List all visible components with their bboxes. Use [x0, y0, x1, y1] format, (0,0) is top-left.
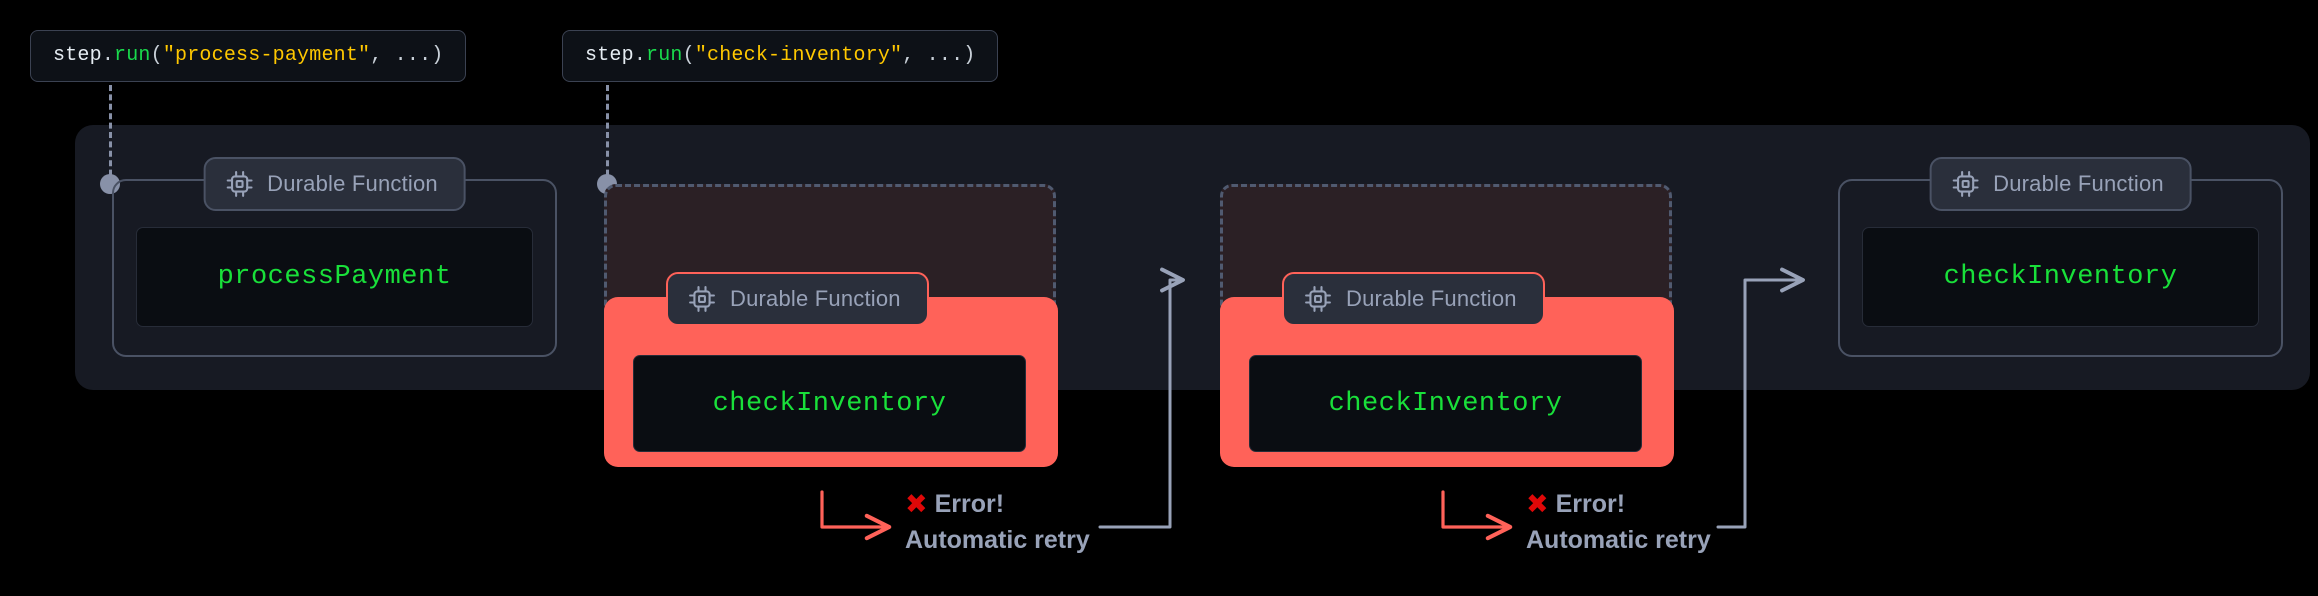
code-ellipsis: ...	[914, 44, 964, 67]
code-comma: ,	[902, 44, 915, 67]
error-note-2: ✖ Error! Automatic retry	[1526, 490, 1711, 555]
durable-function-badge-label: Durable Function	[1346, 286, 1517, 311]
durable-function-badge-error-1[interactable]: Durable Function	[666, 272, 929, 326]
durable-function-badge-error-2[interactable]: Durable Function	[1282, 272, 1545, 326]
error-arrow-2	[1441, 490, 1513, 541]
error-note-title: Error!	[1555, 490, 1626, 518]
error-code-box-2: checkInventory	[1249, 355, 1642, 452]
code-comma: ,	[370, 44, 383, 67]
code-tooltip-process-payment[interactable]: step.run("process-payment", ...)	[30, 30, 467, 82]
code-dot: .	[101, 44, 115, 67]
function-code-box: processPayment	[136, 227, 533, 327]
tooltip-connector-2	[606, 85, 609, 185]
code-object: step	[585, 44, 634, 67]
cpu-icon	[1951, 170, 1979, 198]
function-code-box: checkInventory	[1862, 227, 2259, 327]
error-note-title: Error!	[934, 490, 1005, 518]
code-close-paren: )	[963, 44, 976, 67]
function-name: checkInventory	[1943, 262, 2178, 292]
cpu-icon	[688, 285, 716, 313]
tooltip-connector-1	[109, 85, 112, 185]
function-name: checkInventory	[1328, 388, 1563, 419]
code-close-paren: )	[431, 44, 444, 67]
code-ellipsis: ...	[382, 44, 432, 67]
durable-function-badge-label: Durable Function	[730, 286, 901, 311]
error-note-subtitle: Automatic retry	[905, 526, 1090, 554]
function-group-process-payment[interactable]: Durable Function processPayment	[112, 157, 557, 357]
cpu-icon	[225, 170, 253, 198]
code-open-paren: (	[150, 44, 163, 67]
code-open-paren: (	[682, 44, 695, 67]
error-note-title-row: ✖ Error!	[1526, 490, 1711, 519]
function-name: checkInventory	[712, 388, 947, 419]
error-code-box-1: checkInventory	[633, 355, 1026, 452]
durable-function-badge[interactable]: Durable Function	[203, 157, 466, 211]
durable-function-badge-label: Durable Function	[267, 171, 438, 196]
code-tooltip-check-inventory[interactable]: step.run("check-inventory", ...)	[562, 30, 999, 82]
code-dot: .	[633, 44, 647, 67]
durable-function-badge[interactable]: Durable Function	[1929, 157, 2192, 211]
error-note-title-row: ✖ Error!	[905, 490, 1090, 519]
code-method: run	[646, 44, 683, 67]
function-name: processPayment	[217, 262, 452, 292]
function-group-check-inventory-success[interactable]: Durable Function checkInventory	[1838, 157, 2283, 357]
error-note-1: ✖ Error! Automatic retry	[905, 490, 1090, 555]
error-x-icon: ✖	[1526, 489, 1549, 520]
durable-function-badge-label: Durable Function	[1993, 171, 2164, 196]
cpu-icon	[1304, 285, 1332, 313]
error-x-icon: ✖	[905, 489, 928, 520]
code-object: step	[53, 44, 102, 67]
error-arrow-1	[820, 490, 892, 541]
code-argument: "check-inventory"	[694, 44, 903, 67]
code-method: run	[114, 44, 151, 67]
error-note-subtitle: Automatic retry	[1526, 526, 1711, 554]
code-argument: "process-payment"	[162, 44, 371, 67]
